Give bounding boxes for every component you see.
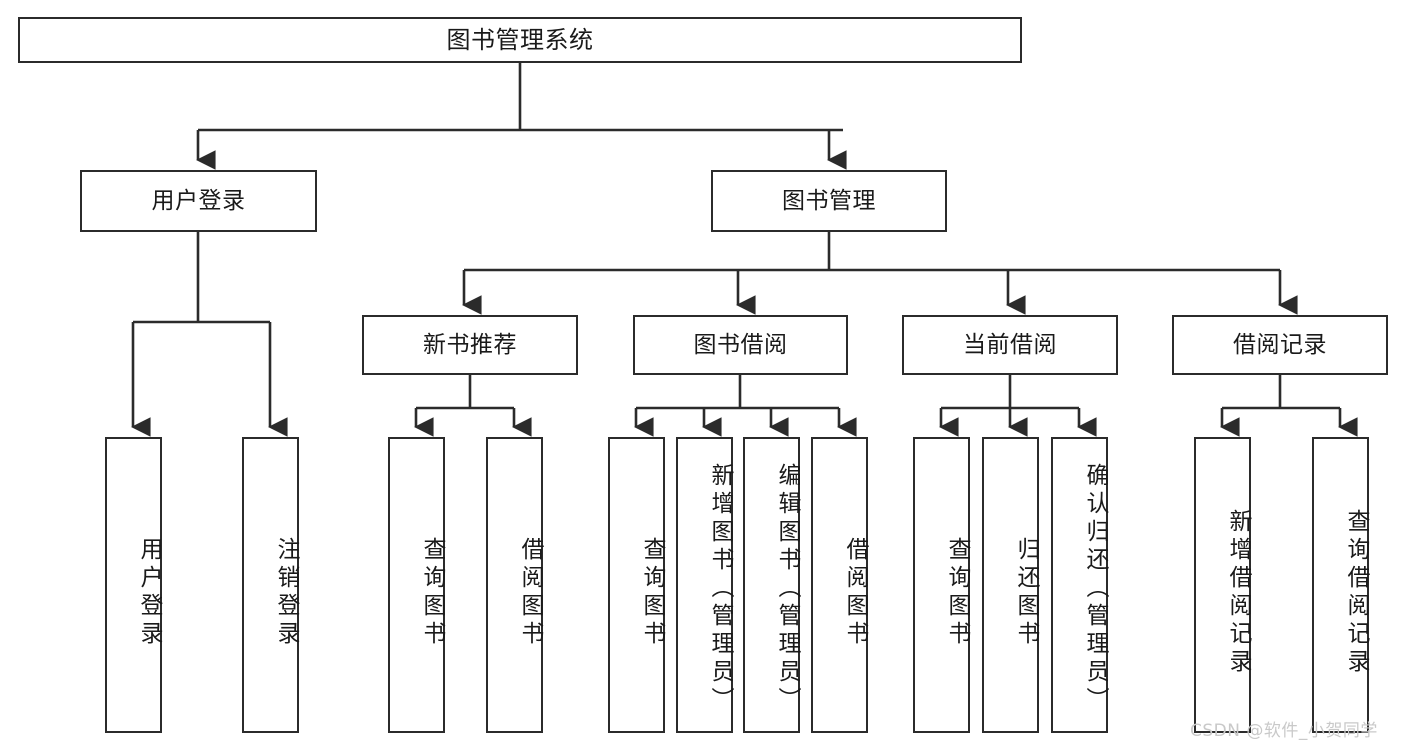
leaf-user-login-logout[interactable]: 注销登录 [242,437,299,733]
leaf-borrow-record-query-record[interactable]: 查询借阅记录 [1312,437,1369,733]
leaf-current-borrow-return-book[interactable]: 归还图书 [982,437,1039,733]
leaf-user-login-login[interactable]: 用户登录 [105,437,162,733]
node-label: 图书管理系统 [446,26,594,54]
node-current-borrow[interactable]: 当前借阅 [902,315,1118,375]
leaf-book-borrow-borrow-book[interactable]: 借阅图书 [811,437,868,733]
node-user-login[interactable]: 用户登录 [80,170,317,232]
node-label: 新增借阅记录 [1225,509,1251,677]
csdn-watermark: CSDN @软件_小贺同学 [1190,721,1378,741]
leaf-new-book-borrow-book[interactable]: 借阅图书 [486,437,543,733]
node-label: 借阅记录 [1233,331,1327,358]
node-book-management[interactable]: 图书管理 [711,170,947,232]
node-label: 查询图书 [944,537,970,649]
node-label: 借阅图书 [842,537,868,649]
leaf-book-borrow-edit-book-admin[interactable]: 编辑图书（管理员） [743,437,800,733]
node-label: 确认归还（管理员） [1082,463,1108,715]
node-label: 查询图书 [419,537,445,649]
node-label: 借阅图书 [517,537,543,649]
node-label: 查询图书 [639,537,665,649]
node-label: 当前借阅 [963,331,1057,358]
node-borrow-record[interactable]: 借阅记录 [1172,315,1388,375]
leaf-book-borrow-add-book-admin[interactable]: 新增图书（管理员） [676,437,733,733]
leaf-current-borrow-query-book[interactable]: 查询图书 [913,437,970,733]
node-label: 新书推荐 [423,331,517,358]
node-book-borrow[interactable]: 图书借阅 [633,315,848,375]
node-label: 归还图书 [1013,537,1039,649]
node-label: 用户登录 [136,537,162,649]
node-new-book-recommend[interactable]: 新书推荐 [362,315,578,375]
node-label: 图书管理 [782,187,876,214]
node-label: 新增图书（管理员） [707,463,733,715]
node-label: 注销登录 [273,537,299,649]
node-root-book-management-system[interactable]: 图书管理系统 [18,17,1022,63]
leaf-new-book-query-book[interactable]: 查询图书 [388,437,445,733]
node-label: 图书借阅 [693,331,788,358]
node-label: 编辑图书（管理员） [774,463,800,715]
leaf-book-borrow-query-book[interactable]: 查询图书 [608,437,665,733]
node-label: 用户登录 [151,187,246,214]
leaf-borrow-record-add-record[interactable]: 新增借阅记录 [1194,437,1251,733]
node-label: 查询借阅记录 [1343,509,1369,677]
leaf-current-borrow-confirm-return-admin[interactable]: 确认归还（管理员） [1051,437,1108,733]
